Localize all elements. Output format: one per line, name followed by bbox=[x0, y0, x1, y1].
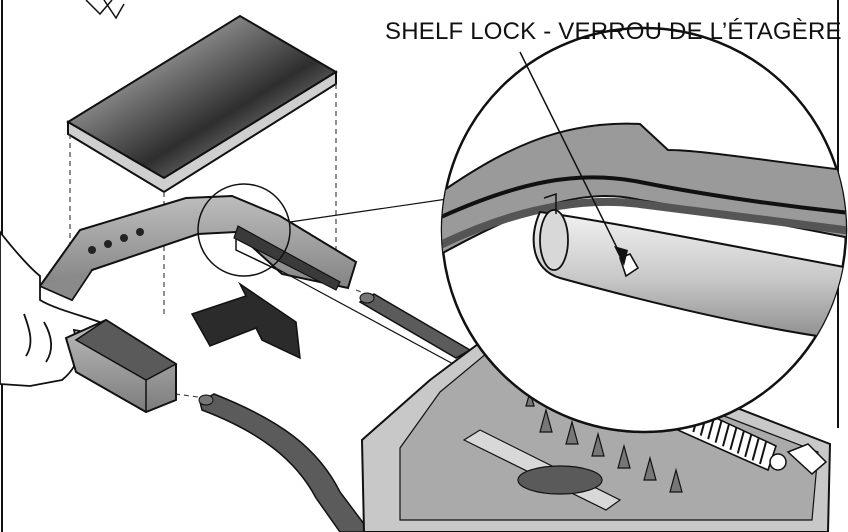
coil-rib bbox=[744, 434, 753, 458]
coil-rib bbox=[759, 441, 767, 465]
detail-marker-circle bbox=[197, 183, 291, 277]
shelf-lock-callout-label: SHELF LOCK - VERROU DE L’ÉTAGÈRE bbox=[385, 18, 842, 45]
coil-rib bbox=[736, 431, 745, 454]
callout-arrowhead bbox=[614, 246, 628, 266]
arrow-icon bbox=[190, 281, 301, 360]
shelf-panel bbox=[66, 14, 338, 194]
coil-rib bbox=[751, 438, 760, 461]
shelf-bracket bbox=[38, 194, 358, 302]
tube-lower bbox=[198, 393, 371, 532]
corner-fragment bbox=[85, 0, 125, 20]
tube-upper bbox=[358, 292, 472, 359]
callout-pointer bbox=[519, 51, 625, 263]
end-cap-part bbox=[64, 318, 178, 414]
coil-rib bbox=[729, 427, 738, 451]
coil-rib bbox=[714, 420, 723, 443]
coil-rib bbox=[721, 423, 730, 447]
